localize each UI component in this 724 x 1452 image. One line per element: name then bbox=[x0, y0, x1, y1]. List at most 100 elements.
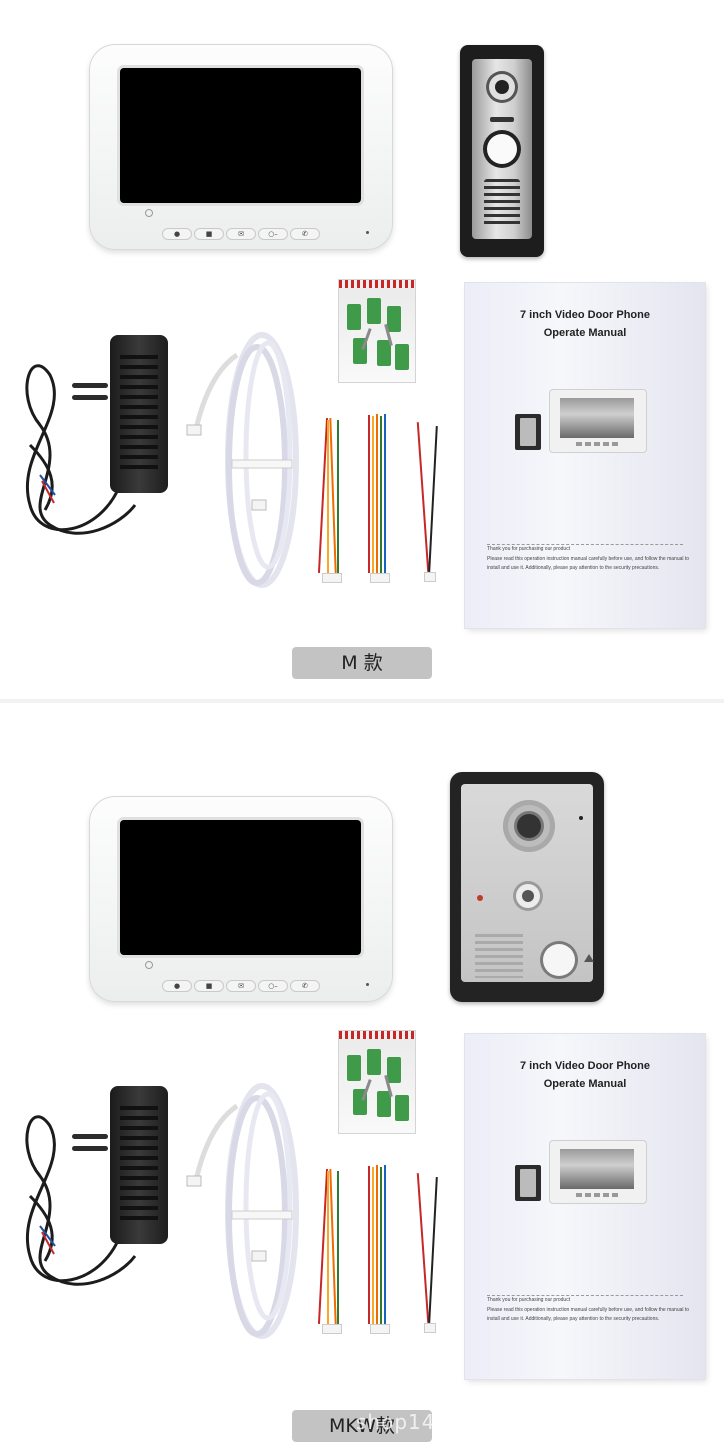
wire-connector bbox=[424, 1323, 436, 1333]
monitor-key-button: ○– bbox=[258, 228, 288, 240]
wire bbox=[337, 1171, 339, 1324]
wall-anchor bbox=[377, 340, 391, 366]
operate-manual: 7 inch Video Door Phone Operate Manual T… bbox=[465, 283, 705, 628]
wire bbox=[384, 1165, 386, 1324]
wire bbox=[368, 1166, 370, 1324]
white-cable-coil bbox=[182, 325, 307, 597]
monitor-phone-button: ✆ bbox=[290, 980, 320, 992]
adapter-body bbox=[110, 1086, 168, 1244]
manual-text-line: Please read this operation instruction m… bbox=[487, 556, 690, 562]
operate-manual: 7 inch Video Door Phone Operate Manual T… bbox=[465, 1034, 705, 1379]
manual-monitor-photo bbox=[560, 398, 634, 438]
manual-monitor-buttons bbox=[576, 442, 620, 446]
monitor-message-button: ✉ bbox=[226, 980, 256, 992]
manual-door-station-image bbox=[515, 1165, 541, 1201]
wire bbox=[329, 418, 337, 573]
adapter-cable bbox=[25, 1115, 137, 1286]
screw-anchor-bag bbox=[338, 279, 416, 383]
doorbell-button bbox=[543, 944, 575, 976]
manual-subtitle: Operate Manual bbox=[543, 1078, 627, 1090]
power-led bbox=[145, 209, 153, 217]
adapter-body bbox=[110, 335, 168, 493]
monitor-intercom-button: ■ bbox=[194, 228, 224, 240]
wall-anchor bbox=[377, 1091, 391, 1117]
wire-connector bbox=[370, 1324, 390, 1334]
monitor-screen bbox=[120, 820, 361, 955]
cable-coil-graphic bbox=[186, 332, 299, 588]
monitor-screen bbox=[120, 68, 361, 203]
monitor-mic bbox=[366, 231, 369, 234]
mic-hole bbox=[579, 816, 583, 820]
plug-prong bbox=[72, 1146, 108, 1151]
door-station-face bbox=[472, 59, 532, 239]
wall-anchor bbox=[367, 1049, 381, 1075]
wire bbox=[376, 414, 378, 573]
wire bbox=[327, 1171, 329, 1324]
panel-separator bbox=[0, 699, 724, 703]
monitor-button-row: ● ■ ✉ ○– ✆ bbox=[162, 980, 320, 992]
manual-divider bbox=[487, 544, 683, 545]
ir-sensor bbox=[513, 881, 543, 911]
monitor-key-button: ○– bbox=[258, 980, 288, 992]
manual-title: 7 inch Video Door Phone bbox=[520, 309, 650, 321]
monitor-unlock-button: ● bbox=[162, 980, 192, 992]
monitor-phone-button: ✆ bbox=[290, 228, 320, 240]
watermark: shop14 bbox=[356, 1410, 436, 1434]
wire bbox=[327, 420, 329, 573]
monitor-intercom-button: ■ bbox=[194, 980, 224, 992]
speaker-grille bbox=[484, 179, 520, 227]
wire bbox=[380, 416, 382, 573]
wire bbox=[372, 416, 374, 573]
wire bbox=[329, 1169, 337, 1324]
wire bbox=[416, 1173, 430, 1323]
status-led bbox=[477, 895, 483, 901]
wire bbox=[384, 414, 386, 573]
wire bbox=[368, 415, 370, 573]
variant-label-m: M 款 bbox=[292, 647, 432, 679]
wall-anchor bbox=[347, 304, 361, 330]
variant-label-mkw: MKW款 bbox=[292, 1410, 432, 1442]
wire-connector bbox=[370, 573, 390, 583]
monitor-button-row: ● ■ ✉ ○– ✆ bbox=[162, 228, 320, 240]
power-adapter bbox=[10, 1086, 180, 1301]
ir-led-strip bbox=[490, 117, 514, 122]
wall-anchor bbox=[395, 1095, 409, 1121]
manual-monitor-photo bbox=[560, 1149, 634, 1189]
doorbell-button bbox=[487, 134, 517, 164]
wire bbox=[428, 426, 438, 572]
power-led bbox=[145, 961, 153, 969]
outdoor-door-station bbox=[450, 772, 604, 1002]
speaker-grille bbox=[475, 934, 523, 978]
wire bbox=[376, 1165, 378, 1324]
outdoor-door-station bbox=[460, 45, 544, 257]
wire bbox=[416, 422, 430, 572]
manual-text-line: Please read this operation instruction m… bbox=[487, 1307, 690, 1313]
plug-prong bbox=[72, 1134, 108, 1139]
indoor-monitor: ● ■ ✉ ○– ✆ bbox=[89, 44, 393, 250]
plug-prong bbox=[72, 395, 108, 400]
monitor-unlock-button: ● bbox=[162, 228, 192, 240]
monitor-mic bbox=[366, 983, 369, 986]
screw-anchor-bag bbox=[338, 1030, 416, 1134]
manual-monitor-image bbox=[549, 1140, 647, 1204]
wall-anchor bbox=[387, 1057, 401, 1083]
monitor-message-button: ✉ bbox=[226, 228, 256, 240]
manual-door-station-image bbox=[515, 414, 541, 450]
wire bbox=[372, 1167, 374, 1324]
manual-divider bbox=[487, 1295, 683, 1296]
camera-lens bbox=[503, 800, 555, 852]
wall-anchor bbox=[367, 298, 381, 324]
adapter-cable bbox=[25, 364, 137, 535]
white-cable-coil bbox=[182, 1076, 307, 1348]
wall-anchor bbox=[395, 344, 409, 370]
wire bbox=[337, 420, 339, 573]
manual-title: 7 inch Video Door Phone bbox=[520, 1060, 650, 1072]
camera-lens bbox=[486, 71, 518, 103]
wire bbox=[428, 1177, 438, 1323]
manual-text-line: install and use it. Additionally, please… bbox=[487, 1316, 660, 1322]
wall-anchor bbox=[387, 306, 401, 332]
wire bbox=[380, 1167, 382, 1324]
product-panel-m: ● ■ ✉ ○– ✆ bbox=[0, 0, 724, 700]
wall-anchor bbox=[347, 1055, 361, 1081]
cable-coil-graphic bbox=[186, 1083, 299, 1339]
